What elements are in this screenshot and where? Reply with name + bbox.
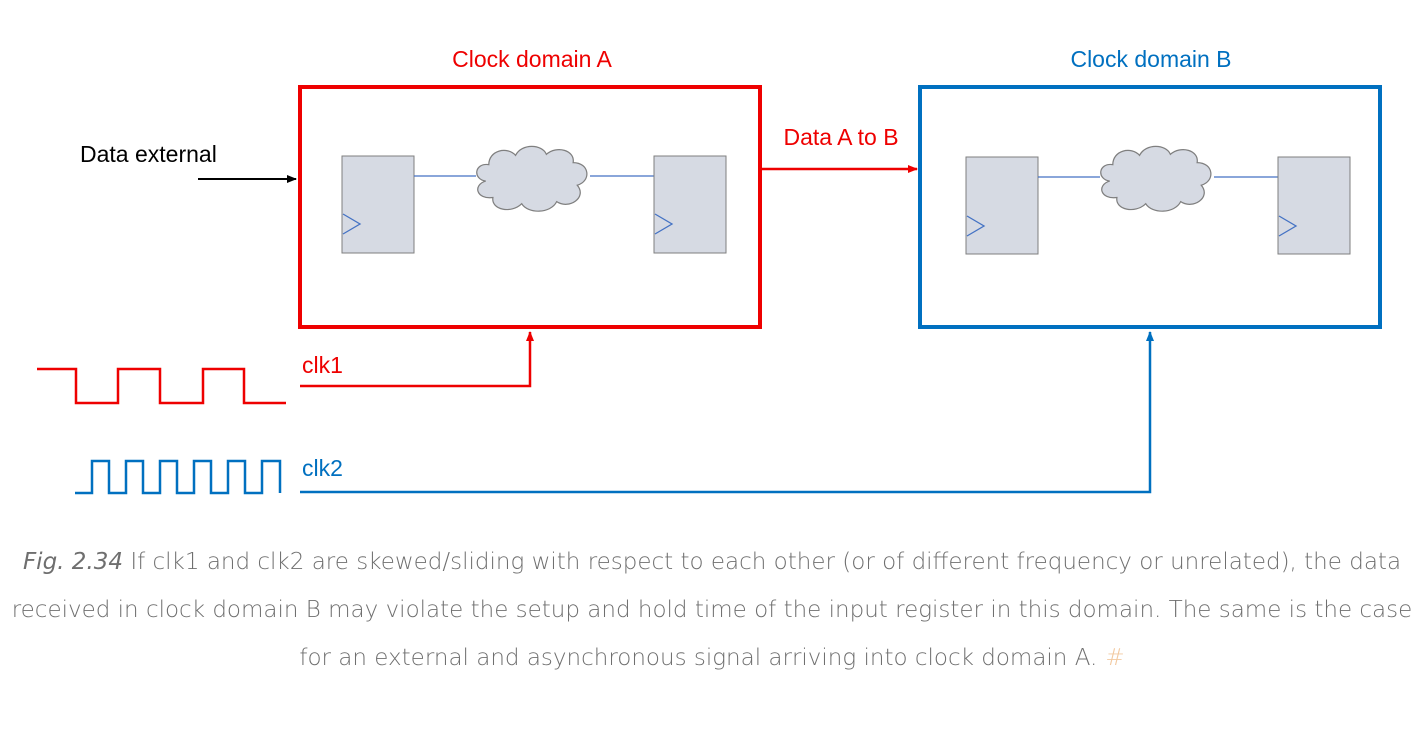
clock-input-icon — [654, 213, 674, 235]
clock-domain-diagram: Clock domain A Clock domain B Data exter… — [37, 46, 1382, 495]
clock-input-icon — [1278, 215, 1298, 237]
clk1-label: clk1 — [302, 352, 343, 378]
clock-domain-a-box — [298, 85, 762, 329]
clk2-arrow — [300, 331, 1154, 494]
data-external-label: Data external — [80, 141, 217, 167]
clk2-label: clk2 — [302, 455, 343, 481]
logic-cloud-b — [1100, 145, 1212, 212]
caption-anchor-link[interactable]: # — [1105, 645, 1125, 671]
clock-domain-b-box — [918, 85, 1382, 329]
figure-caption: Fig. 2.34 If clk1 and clk2 are skewed/sl… — [10, 538, 1414, 682]
clock-domain-a-label: Clock domain A — [452, 46, 612, 72]
clk1-arrow — [300, 331, 534, 388]
clk1-waveform — [37, 367, 286, 405]
clock-input-icon — [966, 215, 986, 237]
figure-number: Fig. 2.34 — [22, 549, 124, 575]
register-b2 — [1277, 156, 1351, 255]
register-a1 — [341, 155, 415, 254]
register-a2 — [653, 155, 727, 254]
clock-input-icon — [342, 213, 362, 235]
logic-cloud-a — [476, 145, 588, 212]
clk2-waveform — [75, 459, 282, 495]
caption-text: If clk1 and clk2 are skewed/sliding with… — [11, 549, 1413, 671]
clock-domain-b-label: Clock domain B — [1070, 46, 1231, 72]
data-a-to-b-label: Data A to B — [783, 124, 898, 150]
register-b1 — [965, 156, 1039, 255]
